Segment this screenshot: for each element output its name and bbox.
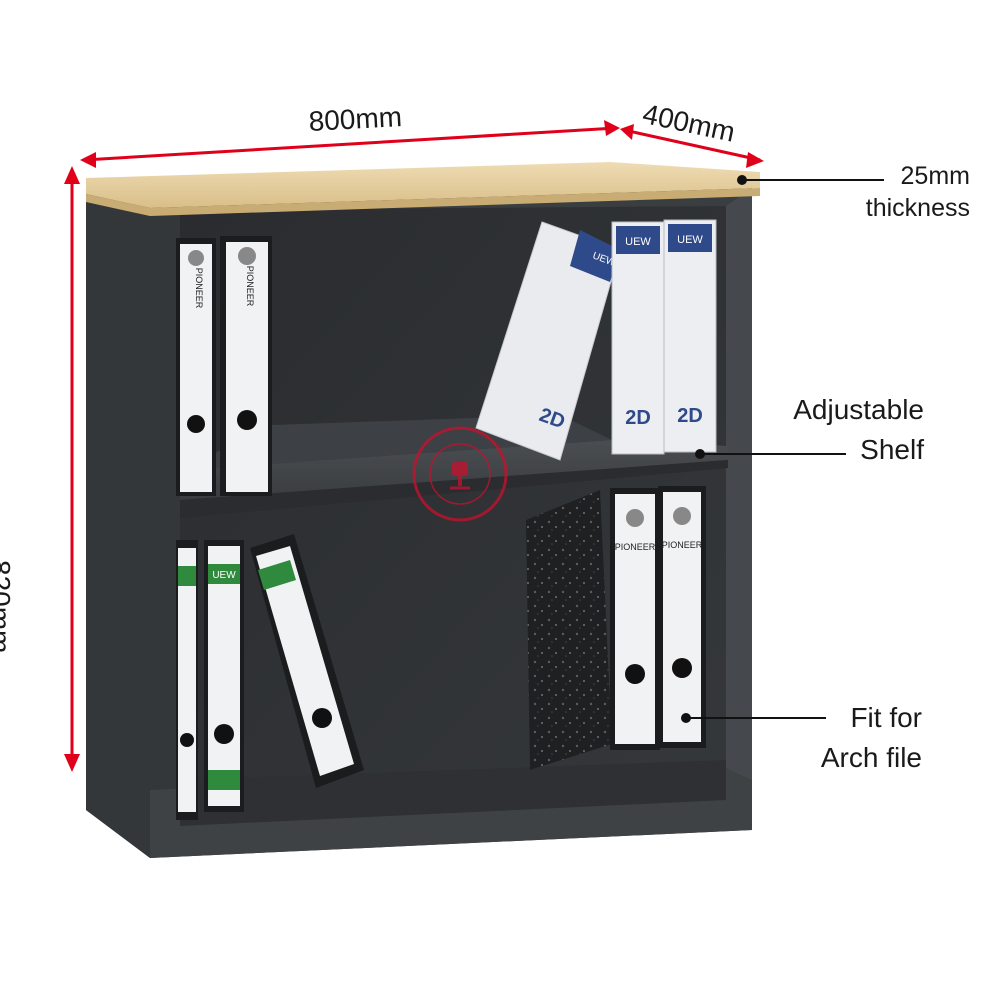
shelf-callout-line1: Adjustable	[793, 394, 924, 425]
arrowhead	[746, 152, 764, 168]
binder	[663, 219, 717, 453]
top-board-surface	[86, 162, 760, 208]
cabinet-left-side	[86, 192, 180, 858]
width-label: 800mm	[307, 101, 403, 137]
binder-label-band	[668, 224, 712, 252]
binder-brand-label: PIONEER	[194, 268, 204, 309]
binder-brand-label: UEW	[212, 570, 236, 581]
arrowhead	[620, 124, 634, 140]
chair-icon	[452, 462, 468, 476]
watermark-ring	[412, 426, 508, 522]
binder-logo-icon	[626, 509, 644, 527]
arch-file-callout-line2: Arch file	[820, 742, 922, 773]
binder-label-band	[208, 564, 240, 584]
box-file	[526, 490, 612, 770]
binder-ring-hole	[180, 733, 194, 747]
binder-label-band	[616, 226, 660, 254]
binder-logo-icon	[238, 247, 256, 265]
arrowhead	[64, 754, 80, 772]
dimension-lines	[64, 120, 764, 772]
binder-spine	[178, 548, 196, 812]
binder-size-label: 2D	[625, 407, 651, 429]
arrowhead	[604, 120, 620, 136]
arch-file-callout-line1: Fit for	[850, 702, 922, 733]
thickness-callout-line1: 25mm	[900, 162, 970, 190]
binder-brand-label: UEW	[625, 236, 651, 248]
binder-label-band	[208, 770, 240, 790]
thickness-callout: 25mm thickness	[836, 160, 970, 224]
binders-upper-right: UEW 2D UEW 2D UEW 2D	[475, 219, 717, 461]
arrowhead	[64, 166, 80, 184]
arch-file-callout: Fit for Arch file	[770, 698, 922, 778]
binders-upper-left: PIONEER PIONEER	[176, 236, 272, 496]
binder-ring-hole	[237, 410, 257, 430]
binder-brand-label: PIONEER	[615, 542, 656, 552]
watermark-stamp	[412, 426, 508, 522]
binder-brand-label: UEW	[677, 234, 703, 246]
binder-spine	[226, 242, 268, 492]
binder-label-band	[178, 566, 196, 586]
binder-ring-hole	[672, 658, 692, 678]
binder-brand-label: PIONEER	[245, 266, 255, 307]
binders-lower-left: UEW	[176, 534, 364, 820]
binder-spine	[208, 546, 240, 806]
binder-spine	[663, 492, 701, 742]
binder-size-label: 2D	[677, 405, 703, 427]
binder-label-band	[258, 560, 296, 590]
callout-leaders	[681, 175, 884, 723]
binder-ring-hole	[625, 664, 645, 684]
binder-brand-label: PIONEER	[662, 540, 703, 550]
chair-icon-stem	[458, 476, 462, 486]
top-board-edge	[86, 188, 760, 216]
height-label: 820mm	[0, 560, 16, 654]
binders-lower-right: PIONEER PIONEER	[526, 486, 706, 770]
thickness-callout-line2: thickness	[865, 194, 970, 222]
binder-ring-hole	[214, 724, 234, 744]
shelf-callout: Adjustable Shelf	[740, 390, 924, 470]
binder-ring-hole	[312, 708, 332, 728]
watermark-inner-ring	[429, 443, 491, 505]
cabinet-right-side	[726, 188, 752, 830]
binder-spine	[615, 494, 655, 744]
binder-spine	[180, 244, 212, 492]
arrowhead	[80, 152, 96, 168]
binder-logo-icon	[188, 250, 204, 266]
width-dimension-line	[83, 126, 617, 162]
binder-logo-icon	[673, 507, 691, 525]
binder-label-band	[570, 230, 620, 282]
top-board	[86, 162, 760, 216]
depth-dimension-line	[623, 128, 761, 162]
shelf-callout-line2: Shelf	[860, 434, 924, 465]
binder-ring-hole	[187, 415, 205, 433]
